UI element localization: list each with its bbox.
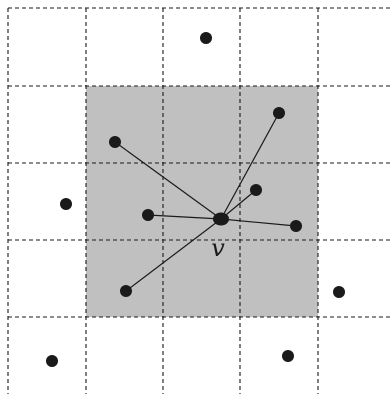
edge-to-upper-left <box>114 141 222 220</box>
point-upper-right <box>273 107 285 119</box>
neighbor-points <box>109 107 302 297</box>
edge-to-upper-right <box>220 112 280 220</box>
edge-to-left <box>147 214 222 220</box>
highlighted-neighborhood <box>86 86 318 317</box>
point-upper-left <box>109 136 121 148</box>
point-bottom-right <box>282 350 294 362</box>
point-far-right <box>333 286 345 298</box>
edge-to-right <box>220 218 297 227</box>
point-left <box>142 209 154 221</box>
point-near-right <box>250 184 262 196</box>
point-right <box>290 220 302 232</box>
grid-lines <box>7 7 391 394</box>
outer-points <box>46 32 345 367</box>
point-top <box>200 32 212 44</box>
edge-to-near-right <box>220 189 257 220</box>
center-label: v <box>211 234 225 262</box>
point-lower-left <box>120 285 132 297</box>
point-bottom-left <box>46 355 58 367</box>
center-point-v <box>213 212 229 226</box>
point-far-left <box>60 198 72 210</box>
edges <box>114 112 297 292</box>
edge-to-lower-left <box>125 218 222 292</box>
